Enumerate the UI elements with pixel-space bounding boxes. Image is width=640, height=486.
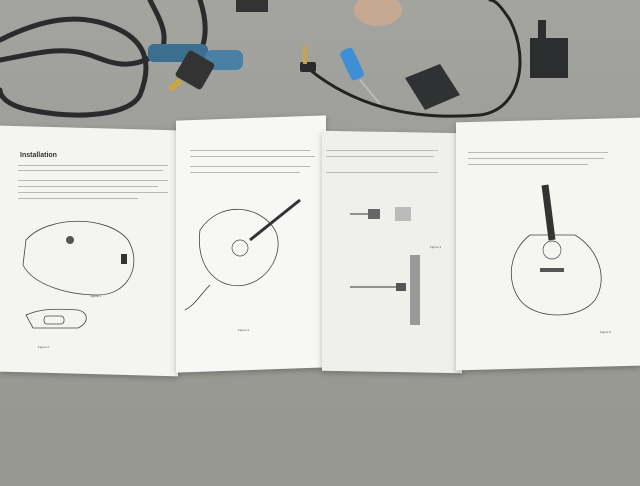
figure-2-label: Figure 2	[38, 345, 50, 349]
figure-4-5-diagram	[350, 207, 420, 325]
black-clip-piece	[530, 38, 568, 78]
figure-4-label: Figure 4	[430, 245, 442, 249]
figure-1-label: Figure 1	[90, 294, 102, 298]
screwdriver	[340, 47, 381, 105]
figure-1-diagram	[22, 220, 135, 329]
plug-tip	[303, 46, 307, 64]
figure-6-guitar	[511, 184, 602, 316]
audio-plug	[300, 62, 316, 72]
dark-object	[236, 0, 268, 12]
figure-6-label: Figure 6	[600, 330, 612, 334]
blue-connector	[148, 44, 243, 92]
manual-heading: Installation	[20, 152, 57, 159]
figure-3-label: Figure 3	[238, 328, 250, 332]
table-objects	[0, 0, 568, 118]
jack-cable	[308, 0, 522, 118]
round-tin	[354, 0, 402, 26]
figure-3-guitar	[184, 198, 301, 311]
black-mount-piece	[405, 64, 460, 110]
